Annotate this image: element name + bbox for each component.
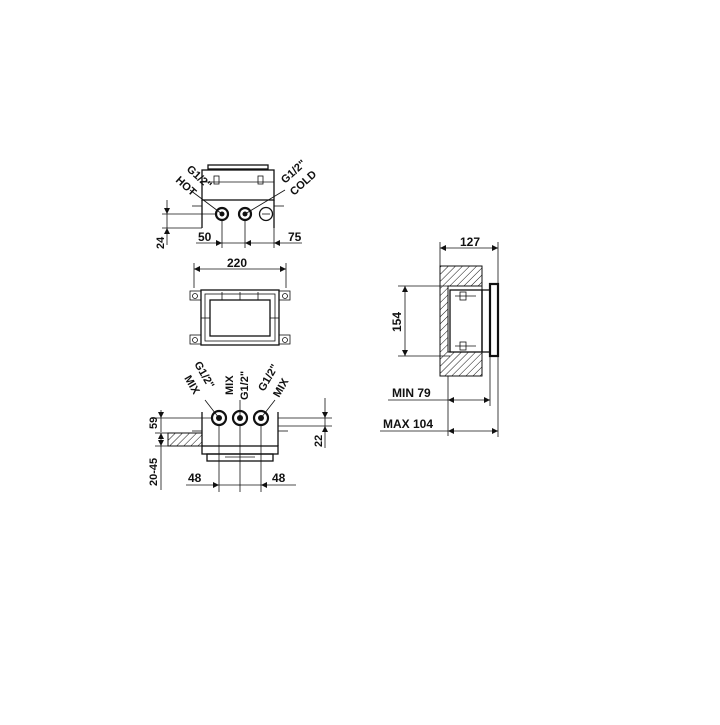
side-height-label: 154 [390, 312, 404, 332]
wall-thickness-dimension: 20-45 [148, 432, 168, 490]
side-view: 127 154 MIN 79 [380, 235, 500, 437]
mix-center-size-label: G1/2" [239, 371, 251, 400]
bottom-offset-label: 22 [313, 435, 325, 447]
top-view-body [192, 164, 284, 228]
mounting-bracket-bottom-right [278, 334, 291, 345]
bottom-offset-dimension: 22 [278, 398, 332, 448]
cold-leader-line [244, 189, 286, 215]
bottom-depth-dimension: 59 [148, 410, 212, 447]
mounting-bracket-top-right [278, 290, 291, 301]
top-height-label: 24 [155, 236, 167, 249]
front-width-label: 220 [227, 256, 247, 270]
mix-left-leader [204, 399, 220, 419]
mix-right-connector [252, 409, 270, 427]
bottom-width-dimensions: 48 48 [186, 425, 296, 492]
front-view: 220 [189, 256, 291, 346]
min-depth-label: MIN 79 [392, 386, 431, 400]
top-dim-left-label: 50 [198, 230, 212, 244]
side-view-body [449, 282, 500, 358]
wall-thickness-label: 20-45 [148, 458, 160, 486]
side-top-dimension: 127 [439, 235, 499, 300]
wall-section-side [439, 265, 483, 377]
max-depth-label: MAX 104 [383, 417, 433, 431]
front-view-body [200, 289, 280, 346]
top-width-dimensions: 50 75 [196, 220, 302, 248]
min-depth-dimension: MIN 79 [388, 356, 491, 436]
mounting-bracket-bottom-left [189, 334, 202, 345]
hot-leader-line [189, 189, 223, 215]
side-top-label: 127 [460, 235, 480, 249]
bottom-dim-right-label: 48 [272, 471, 286, 485]
top-height-dimension: 24 [155, 200, 216, 249]
bottom-depth-label: 59 [148, 417, 160, 429]
bottom-view: G1/2" MIX MIX G1/2" G1/2" MIX [148, 360, 332, 492]
mix-center-label: MIX [224, 375, 236, 395]
top-dim-right-label: 75 [288, 230, 302, 244]
outlet-connector [258, 206, 274, 222]
mix-left-connector [210, 409, 228, 427]
top-view: G1/2" HOT G1/2" COLD 24 50 75 [155, 158, 319, 249]
max-depth-dimension: MAX 104 [380, 356, 499, 437]
side-height-dimension: 154 [390, 285, 450, 357]
front-width-dimension: 220 [193, 256, 287, 288]
mix-right-leader [260, 399, 276, 419]
bottom-dim-left-label: 48 [188, 471, 202, 485]
mounting-bracket-top-left [189, 290, 202, 301]
wall-section-bottom [167, 432, 203, 447]
